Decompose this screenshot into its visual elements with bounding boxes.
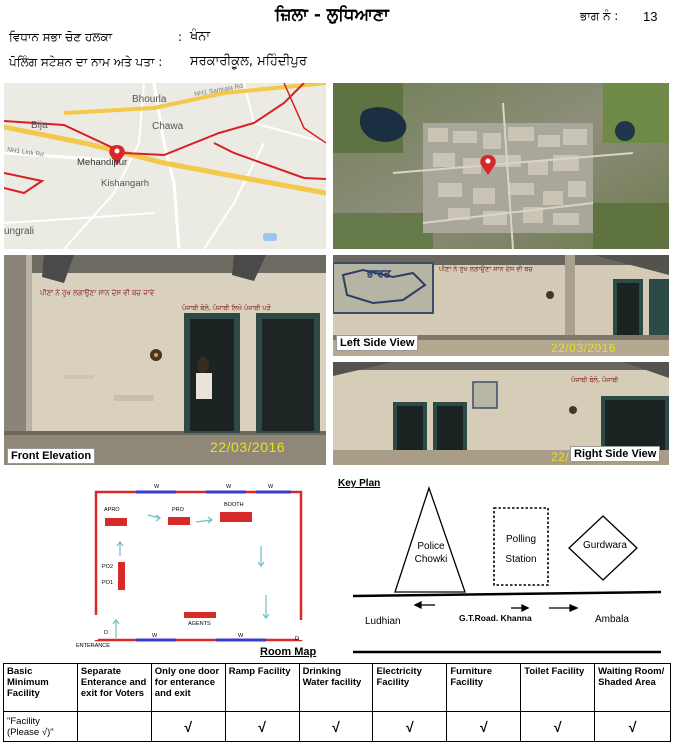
room-label-pro: PRO bbox=[172, 507, 184, 513]
facility-header: Separate Enterance and exit for Voters bbox=[76, 663, 152, 712]
constituency-separator: : bbox=[178, 30, 183, 44]
room-label-window: W bbox=[226, 484, 232, 490]
left-map-text: ਭਾਰਤ bbox=[367, 267, 391, 280]
map-label-ungrali: ungrali bbox=[4, 226, 35, 237]
facility-check bbox=[76, 711, 152, 742]
facility-check: √ bbox=[298, 711, 374, 742]
police-label-line2: Chowki bbox=[414, 554, 448, 565]
facility-table: Basic Minimum Facility Separate Enteranc… bbox=[3, 663, 671, 742]
key-plan-title: Key Plan bbox=[338, 478, 381, 489]
room-label-entrance: ENTERANCE bbox=[76, 643, 110, 649]
facility-check: √ bbox=[224, 711, 300, 742]
map-label-bhourla: Bhourla bbox=[132, 94, 167, 105]
police-label-line1: Police bbox=[417, 541, 445, 552]
ambala-label: Ambala bbox=[595, 614, 629, 625]
ludhiana-label: Ludhian bbox=[365, 616, 401, 627]
station-value: ਸਰਕਾਰੀਕੂਲ, ਮਹਿੰਦੀਪੁਰ bbox=[190, 54, 307, 69]
constituency-value: ਖੰਨਾ bbox=[190, 29, 211, 44]
facility-header: Waiting Room/ Shaded Area bbox=[594, 663, 671, 712]
facility-header: Basic Minimum Facility bbox=[3, 663, 78, 712]
room-label-window: W bbox=[154, 484, 160, 490]
facility-check: √ bbox=[446, 711, 522, 742]
left-side-view-caption: Left Side View bbox=[336, 335, 419, 351]
map-label-bija: Bija bbox=[31, 120, 48, 131]
facility-check: √ bbox=[150, 711, 226, 742]
front-elevation-photo: ਪੀਣਾਂ ਨੇ ਰੁਖ ਲਗਾਉਣਾ ਸਾਨ ਦੇਸ ਵੀ ਬਚ ਜਾਵੇ ਪ… bbox=[4, 255, 326, 465]
station-label: ਪੋਲਿੰਗ ਸਟੇਸ਼ਨ ਦਾ ਨਾਮ ਅਤੇ ਪਤਾ : bbox=[9, 55, 163, 69]
police-chowki-label: Police Chowki bbox=[411, 540, 451, 566]
front-photo-date: 22/03/2016 bbox=[210, 439, 286, 455]
part-label: ਭਾਗ ਨੰ : bbox=[580, 9, 619, 23]
room-map: APRO PRO BOOTH PO2 PO1 AGENTS ENTERANCE … bbox=[76, 480, 328, 658]
facility-check: √ bbox=[372, 711, 448, 742]
room-label-booth: BOOTH bbox=[224, 502, 244, 508]
facility-header: Ramp Facility bbox=[224, 663, 300, 712]
polling-label-line1: Polling bbox=[505, 534, 537, 545]
map-label-kishangarh: Kishangarh bbox=[101, 178, 150, 189]
right-wall-slogan: ਪੰਜਾਬੀ ਬੋਲੋ, ਪੰਜਾਬੀ bbox=[571, 376, 619, 384]
facility-value-row: "Facility (Please √)" √ √ √ √ √ √ √ bbox=[3, 711, 671, 742]
facility-header: Electricity Facility bbox=[372, 663, 448, 712]
right-side-view-photo: ਪੰਜਾਬੀ ਬੋਲੋ, ਪੰਜਾਬੀ 22/ Right Side View bbox=[333, 362, 669, 465]
constituency-label: ਵਿਧਾਨ ਸਭਾ ਚੋਣ ਹਲਕਾ bbox=[9, 30, 113, 44]
facility-header: Only one door for enterance and exit bbox=[150, 663, 226, 712]
front-elevation-caption: Front Elevation bbox=[7, 448, 96, 464]
room-label-window: W bbox=[268, 484, 274, 490]
facility-row-label: "Facility (Please √)" bbox=[3, 711, 78, 742]
gurdwara-label: Gurdwara bbox=[583, 540, 627, 551]
front-wall-sign: ਪੰਜਾਬੀ ਬੋਲੋ, ਪੰਜਾਬੀ ਲਿਖੋ ਪੰਜਾਬੀ ਪੜੋ bbox=[182, 304, 271, 312]
right-photo-date: 22/ bbox=[551, 450, 570, 464]
room-label-window: W bbox=[152, 633, 158, 639]
facility-check: √ bbox=[594, 711, 671, 742]
facility-header-row: Basic Minimum Facility Separate Enteranc… bbox=[3, 663, 671, 712]
left-side-view-photo: ਪੀਣਾਂ ਨੇ ਰੁਖ ਲਗਾਉਣਾ ਸਾਨ ਦੇਸ ਵੀ ਬਚ ਭਾਰਤ L… bbox=[333, 255, 669, 356]
polling-label-line2: Station bbox=[505, 554, 537, 565]
facility-check: √ bbox=[520, 711, 596, 742]
district-title: ਜ਼ਿਲਾ - ਲੁਧਿਆਣਾ bbox=[275, 5, 389, 25]
road-map: Bhourla Bija Chawa Mehandipur Kishangarh… bbox=[4, 83, 326, 249]
right-side-view-caption: Right Side View bbox=[570, 446, 661, 462]
room-label-po1: PO1 bbox=[102, 580, 114, 586]
facility-header: Furniture Facility bbox=[446, 663, 522, 712]
room-label-apro: APRO bbox=[104, 507, 120, 513]
left-wall-slogan: ਪੀਣਾਂ ਨੇ ਰੁਖ ਲਗਾਉਣਾ ਸਾਨ ਦੇਸ ਵੀ ਬਚ bbox=[439, 265, 533, 273]
room-label-window: W bbox=[238, 633, 244, 639]
facility-header: Drinking Water facility bbox=[298, 663, 374, 712]
room-label-door: D bbox=[104, 630, 108, 636]
map-label-mehandipur: Mehandipur bbox=[77, 157, 128, 168]
room-label-door: D bbox=[295, 636, 299, 642]
part-number: 13 bbox=[643, 9, 658, 24]
room-label-po2: PO2 bbox=[102, 564, 114, 570]
map-label-chawa: Chawa bbox=[152, 121, 184, 132]
satellite-map bbox=[333, 83, 669, 249]
front-wall-slogan: ਪੀਣਾਂ ਨੇ ਰੁਖ ਲਗਾਉਣਾ ਸਾਨ ਦੇਸ ਵੀ ਬਚ ਜਾਵੇ bbox=[40, 289, 155, 297]
key-plan: Key Plan Police Chowki Polling Station G… bbox=[335, 476, 671, 658]
left-photo-date: 22/03/2016 bbox=[551, 341, 617, 355]
facility-header: Toilet Facility bbox=[520, 663, 596, 712]
polling-station-label: Polling Station bbox=[497, 530, 545, 570]
room-map-caption: Room Map bbox=[260, 646, 317, 658]
room-label-agents: AGENTS bbox=[188, 621, 211, 627]
gt-road-label: G.T.Road. Khanna bbox=[459, 613, 532, 623]
